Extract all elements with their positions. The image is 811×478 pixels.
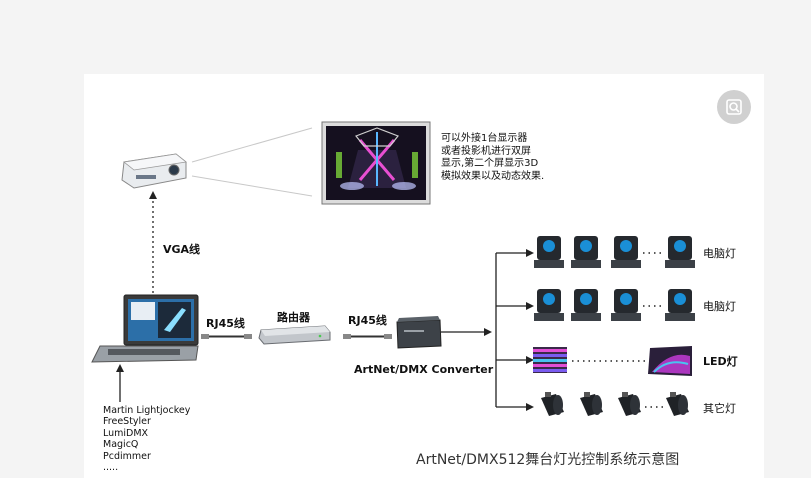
software-arrow-head xyxy=(116,364,124,372)
branch-row1-arrow xyxy=(526,249,534,257)
description-line: 模拟效果以及动态效果. xyxy=(441,170,545,182)
branch-row3-arrow xyxy=(526,356,534,364)
description-line: 可以外接1台显示器 xyxy=(441,133,528,144)
moving-head-light-icon xyxy=(534,289,564,321)
par-light-row xyxy=(541,392,689,416)
image-search-icon xyxy=(726,99,742,115)
branch-row2-arrow xyxy=(526,302,534,310)
moving-head-light-icon xyxy=(534,236,564,268)
led-row xyxy=(533,346,692,376)
vga-cable-label: VGA线 xyxy=(163,243,201,256)
moving-head-row1 xyxy=(534,236,695,268)
software-item: LumiDMX xyxy=(103,427,149,439)
par-light-icon xyxy=(541,392,564,416)
screen-description: 可以外接1台显示器 或者投影机进行双屏 显示,第二个屏显示3D 模拟效果以及动态… xyxy=(441,133,544,183)
rj45-cable-left xyxy=(201,334,252,339)
moving-head-light-icon xyxy=(571,236,601,268)
description-line: 显示,第二个屏显示3D xyxy=(441,158,539,169)
laptop-icon xyxy=(91,294,199,363)
software-item: Pcdimmer xyxy=(103,450,151,462)
row4-label: 其它灯 xyxy=(703,402,736,415)
moving-head-light-icon xyxy=(665,289,695,321)
branch-row4-arrow xyxy=(526,403,534,411)
router-label: 路由器 xyxy=(277,311,310,324)
screen-3d-preview xyxy=(321,121,431,205)
diagram-caption: ArtNet/DMX512舞台灯光控制系统示意图 xyxy=(416,452,680,468)
converter-label: ArtNet/DMX Converter xyxy=(354,363,494,376)
software-item: ..... xyxy=(103,462,119,474)
rj45-left-label: RJ45线 xyxy=(206,317,245,330)
moving-head-light-icon xyxy=(665,236,695,268)
converter-output-arrow xyxy=(484,328,492,336)
row1-label: 电脑灯 xyxy=(703,247,736,260)
moving-head-light-icon xyxy=(571,289,601,321)
description-line: 或者投影机进行双屏 xyxy=(441,145,531,157)
moving-head-row2 xyxy=(534,289,695,321)
rj45-right-label: RJ45线 xyxy=(348,314,387,327)
software-item: Martin Lightjockey xyxy=(103,405,191,416)
led-bar-icon xyxy=(533,347,567,373)
par-light-icon xyxy=(666,392,689,416)
rj45-cable-right xyxy=(343,334,392,339)
image-search-button[interactable] xyxy=(717,90,751,124)
converter-icon xyxy=(396,316,442,349)
software-item: MagicQ xyxy=(103,439,139,451)
led-wall-icon xyxy=(648,346,692,376)
software-list: Martin Lightjockey FreeStyler LumiDMX Ma… xyxy=(103,405,190,473)
projection-line-top xyxy=(191,127,313,163)
router-icon xyxy=(258,325,331,345)
projector-icon xyxy=(121,153,187,189)
par-light-icon xyxy=(618,392,641,416)
projection-line-bottom xyxy=(191,175,313,197)
software-item: FreeStyler xyxy=(103,416,151,428)
row2-label: 电脑灯 xyxy=(703,300,736,313)
vga-arrow-up xyxy=(149,191,157,199)
moving-head-light-icon xyxy=(611,289,641,321)
row3-label: LED灯 xyxy=(703,355,738,368)
moving-head-light-icon xyxy=(611,236,641,268)
par-light-icon xyxy=(580,392,603,416)
